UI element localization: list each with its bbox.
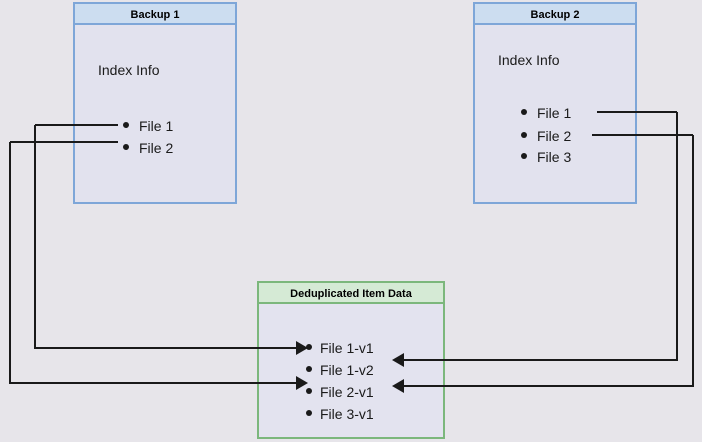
dedup-file-item: File 1-v2 [320, 362, 374, 378]
dedup-file-item: File 3-v1 [320, 406, 374, 422]
connector-backup2-file1-to-file1v2 [392, 111, 678, 367]
arrowhead-icon [392, 353, 404, 367]
arrowhead-icon [296, 376, 308, 390]
backup1-box[interactable]: Backup 1 Index Info File 1 File 2 [73, 2, 237, 204]
connector-backup1-file2-to-file2v1 [9, 141, 308, 390]
backup2-file-item: File 2 [537, 128, 571, 144]
backup2-index-info-label: Index Info [498, 52, 560, 68]
bullet-icon [306, 366, 312, 372]
backup1-file-item: File 2 [139, 140, 173, 156]
arrowhead-icon [296, 341, 308, 355]
bullet-icon [123, 144, 129, 150]
dedup-title: Deduplicated Item Data [290, 288, 413, 300]
dedup-header [257, 281, 445, 304]
bullet-icon [521, 132, 527, 138]
backup1-body [73, 2, 237, 204]
backup1-header [73, 2, 237, 25]
connector-backup2-file2-to-file2v1 [392, 134, 694, 393]
bullet-icon [306, 344, 312, 350]
backup2-body [473, 2, 637, 204]
backup2-file-item: File 3 [537, 149, 571, 165]
backup1-title: Backup 1 [131, 9, 180, 21]
bullet-icon [306, 410, 312, 416]
backup2-header [473, 2, 637, 25]
bullet-icon [521, 109, 527, 115]
dedup-file-list: File 1-v1 File 1-v2 File 2-v1 File 3-v1 [306, 340, 374, 422]
bullet-icon [123, 122, 129, 128]
arrowhead-icon [392, 379, 404, 393]
backup2-file-list: File 1 File 2 File 3 [521, 105, 571, 165]
backup1-file-item: File 1 [139, 118, 173, 134]
bullet-icon [521, 153, 527, 159]
backup2-box[interactable]: Backup 2 Index Info File 1 File 2 File 3 [473, 2, 637, 204]
bullet-icon [306, 388, 312, 394]
backup2-title: Backup 2 [531, 9, 580, 21]
dedup-file-item: File 1-v1 [320, 340, 374, 356]
connector-backup1-file1-to-file1v1 [34, 124, 308, 355]
backup1-file-list: File 1 File 2 [123, 118, 173, 156]
backup2-file-item: File 1 [537, 105, 571, 121]
backup1-index-info-label: Index Info [98, 62, 160, 78]
dedup-file-item: File 2-v1 [320, 384, 374, 400]
